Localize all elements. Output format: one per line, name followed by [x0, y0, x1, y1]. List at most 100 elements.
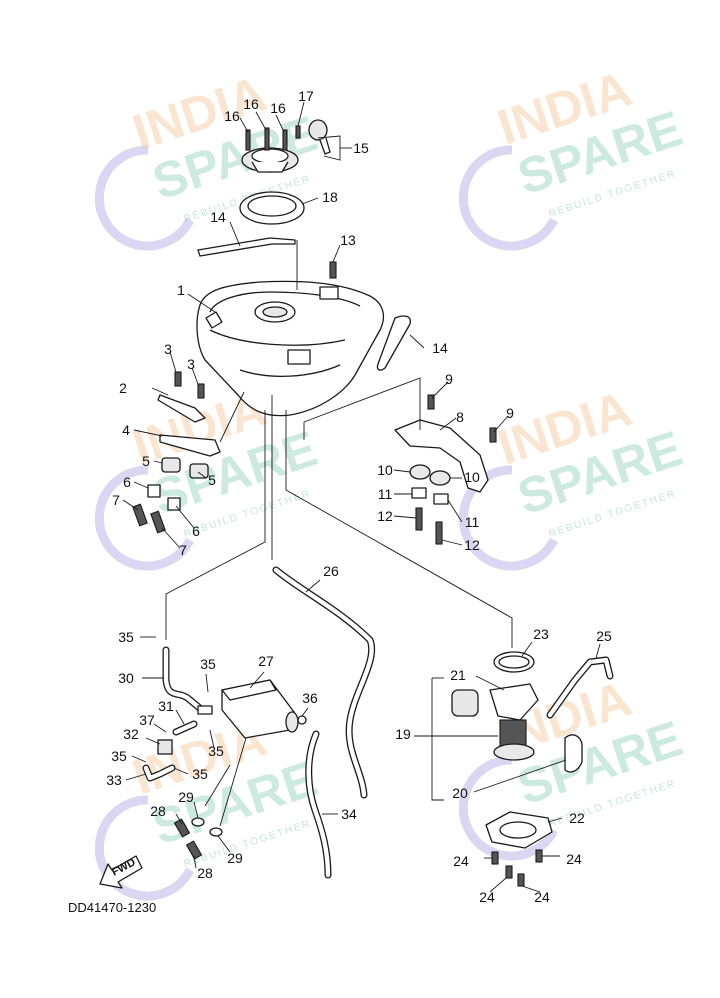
callout-10: 10 — [464, 469, 480, 485]
left-mounting-parts — [132, 371, 221, 534]
callout-15: 15 — [353, 140, 369, 156]
callout-20: 20 — [452, 785, 468, 801]
bolt-12 — [435, 521, 443, 545]
callout-33: 33 — [106, 772, 122, 788]
strip-14-top — [197, 237, 296, 257]
callout-35: 35 — [208, 743, 224, 759]
bolt-12 — [415, 507, 423, 531]
washer-29 — [209, 827, 223, 837]
callout-9: 9 — [506, 405, 514, 421]
cap-screw — [282, 129, 288, 151]
callout-22: 22 — [569, 810, 585, 826]
callout-26: 26 — [323, 563, 339, 579]
callout-28: 28 — [197, 865, 213, 881]
bolt-28 — [185, 840, 203, 860]
callout-36: 36 — [302, 690, 318, 706]
bolt-7 — [150, 510, 166, 534]
callout-7: 7 — [179, 542, 187, 558]
callout-3: 3 — [164, 341, 172, 357]
joint-32 — [157, 739, 173, 755]
cap-screw — [245, 129, 251, 151]
callout-4: 4 — [122, 422, 130, 438]
damper-10 — [409, 464, 431, 480]
callout-21: 21 — [450, 667, 466, 683]
callout-11: 11 — [465, 514, 480, 530]
callout-1: 1 — [177, 282, 185, 298]
callout-18: 18 — [322, 189, 338, 205]
damper-10 — [429, 470, 451, 486]
callout-9: 9 — [445, 371, 453, 387]
damper-5 — [189, 463, 209, 479]
callout-12: 12 — [377, 508, 393, 524]
wrench-logo-icon — [94, 465, 194, 571]
callout-16: 16 — [270, 100, 286, 116]
callouts: 1 2 3 3 4 5 5 6 6 7 7 8 9 9 10 10 11 11 … — [106, 88, 612, 905]
callout-13: 13 — [340, 232, 356, 248]
cap-screw — [295, 125, 301, 139]
key — [308, 119, 328, 141]
wrench-logo-icon — [458, 145, 558, 251]
callout-24: 24 — [453, 853, 469, 869]
callout-30: 30 — [118, 670, 134, 686]
clip-36 — [297, 715, 307, 725]
screw-24 — [535, 849, 543, 863]
tank-bracket — [287, 349, 311, 365]
callout-3: 3 — [187, 356, 195, 372]
callout-16: 16 — [224, 108, 240, 124]
bolt-28 — [173, 818, 191, 838]
callout-29: 29 — [178, 789, 194, 805]
callout-17: 17 — [298, 88, 314, 104]
callout-5: 5 — [142, 453, 150, 469]
callout-11: 11 — [378, 486, 393, 502]
bolt-9 — [427, 394, 435, 410]
callout-12: 12 — [464, 537, 480, 553]
callout-28: 28 — [150, 803, 166, 819]
bolt-13 — [329, 261, 337, 279]
callout-8: 8 — [456, 409, 464, 425]
callout-16: 16 — [243, 96, 259, 112]
callout-35: 35 — [111, 748, 127, 764]
screw-24 — [517, 873, 525, 887]
callout-2: 2 — [119, 380, 127, 396]
callout-37: 37 — [139, 712, 155, 728]
callout-35: 35 — [118, 629, 134, 645]
callout-19: 19 — [395, 726, 411, 742]
callout-24: 24 — [566, 851, 582, 867]
watermark-mid-right: INDIA SPARE REBUILD TOGETHER — [458, 380, 689, 571]
callout-6: 6 — [192, 523, 200, 539]
callout-27: 27 — [258, 653, 274, 669]
bracket-2 — [157, 394, 206, 423]
watermark-top-right: INDIA SPARE REBUILD TOGETHER — [458, 60, 689, 251]
bolt-7 — [132, 503, 148, 527]
callout-29: 29 — [227, 850, 243, 866]
plate-4 — [159, 434, 221, 457]
callout-34: 34 — [341, 806, 357, 822]
callout-35: 35 — [192, 766, 208, 782]
clip — [197, 705, 213, 715]
fuel-cap-assembly — [197, 119, 331, 257]
callout-23: 23 — [533, 626, 549, 642]
bracket-8 — [394, 419, 489, 493]
strip-14-right — [376, 315, 411, 371]
collar-6 — [147, 484, 161, 498]
collar-11 — [433, 493, 449, 505]
wrench-logo-icon — [94, 145, 194, 251]
callout-35: 35 — [200, 656, 216, 672]
callout-10: 10 — [377, 462, 393, 478]
filter-21 — [451, 689, 479, 717]
cap-screw — [264, 127, 270, 151]
screw-24 — [505, 865, 513, 879]
hoses — [142, 566, 614, 879]
fuel-pump-assembly — [451, 651, 583, 887]
callout-14: 14 — [432, 340, 448, 356]
callout-7: 7 — [112, 492, 120, 508]
callout-24: 24 — [479, 889, 495, 905]
callout-32: 32 — [123, 726, 139, 742]
bolt-3 — [197, 383, 205, 399]
damper-5 — [161, 457, 181, 473]
screw-24 — [491, 851, 499, 865]
callout-6: 6 — [123, 474, 131, 490]
callout-24: 24 — [534, 889, 550, 905]
callout-5: 5 — [208, 472, 216, 488]
